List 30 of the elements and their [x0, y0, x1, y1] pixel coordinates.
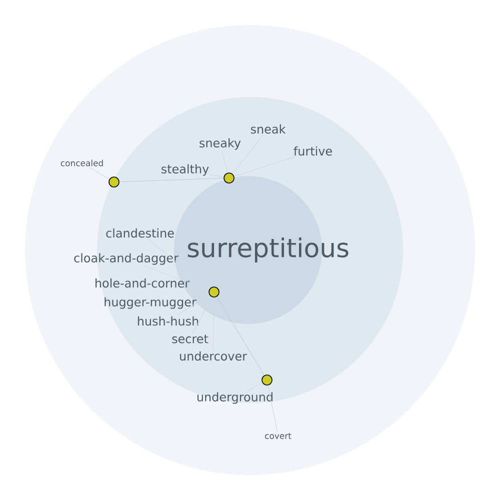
word-label: hush-hush: [138, 316, 198, 326]
connector-line: [231, 182, 261, 237]
word-label: secret: [172, 334, 208, 344]
connector-line: [119, 178, 224, 182]
connector-line: [89, 167, 110, 180]
word-label: sneaky: [200, 138, 241, 150]
connector-line: [218, 263, 251, 289]
word-label: covert: [265, 432, 292, 440]
word-label: underground: [197, 392, 272, 404]
connector-line: [234, 156, 296, 177]
word-label: undercover: [180, 351, 248, 361]
connector-line: [210, 174, 224, 178]
connector-line: [144, 266, 210, 290]
word-label: clandestine: [106, 228, 174, 238]
connector-line: [222, 150, 228, 174]
connector-line: [192, 296, 212, 334]
word-label: hugger-mugger: [104, 297, 196, 309]
word-label: concealed: [60, 160, 103, 166]
connector-line: [147, 238, 210, 289]
word-label: cloak-and-dagger: [74, 253, 178, 265]
connector-line: [268, 385, 278, 432]
word-label: stealthy: [162, 164, 209, 176]
connector-line: [247, 382, 263, 392]
word-label: furtive: [294, 146, 332, 156]
headword: surreptitious: [188, 237, 348, 263]
connector-line: [176, 294, 210, 316]
word-label: sneak: [250, 124, 286, 134]
connector-line: [216, 296, 265, 376]
connector-line: [232, 134, 264, 174]
word-label: hole-and-corner: [96, 278, 190, 288]
